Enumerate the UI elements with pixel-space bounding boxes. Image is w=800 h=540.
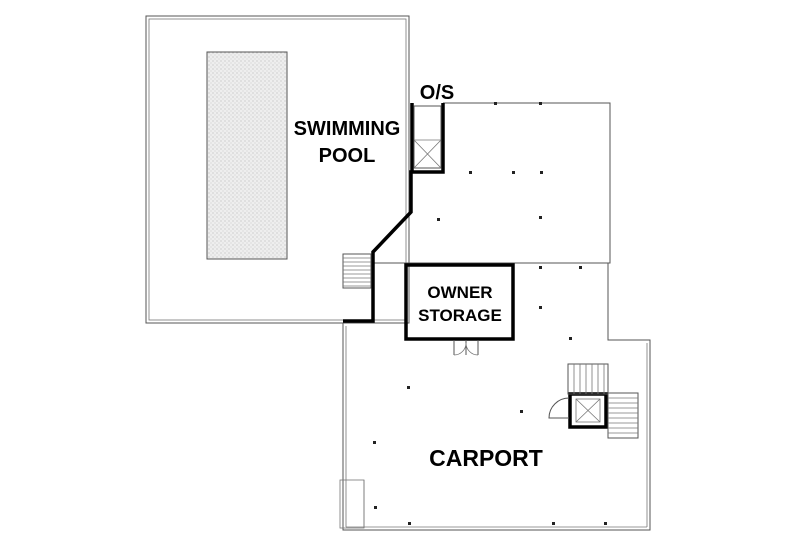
pool-stairs xyxy=(342,253,372,289)
upper-deck-area xyxy=(373,102,611,264)
structural-posts xyxy=(373,102,607,525)
pool-deck xyxy=(145,15,410,324)
elevator-core xyxy=(548,392,608,429)
upper-stair-flight xyxy=(567,363,609,395)
side-stair-flight xyxy=(607,392,639,439)
carport-outline xyxy=(339,263,651,531)
storage-label-line2: STORAGE xyxy=(418,306,502,325)
os-label: O/S xyxy=(420,82,454,104)
pool-water xyxy=(206,51,288,260)
storage-label-line1: OWNER xyxy=(427,283,492,302)
pool-label-line2: POOL xyxy=(319,145,376,167)
os-closet xyxy=(413,105,442,169)
carport-label: CARPORT xyxy=(429,445,543,471)
owner-storage-room xyxy=(404,263,515,341)
storage-doors xyxy=(453,340,479,356)
pool-label-line1: SWIMMING xyxy=(294,118,401,140)
pool-enclosure-wall xyxy=(343,103,445,323)
